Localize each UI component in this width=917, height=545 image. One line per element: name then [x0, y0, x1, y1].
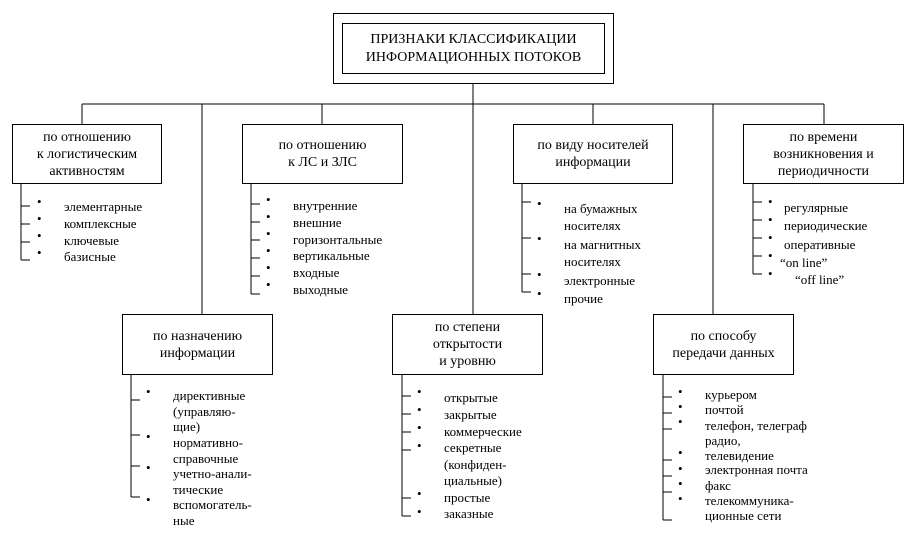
bullet: •	[266, 192, 271, 207]
list-item: телефон, телеграф	[705, 418, 807, 433]
list-item: нормативно- справочные	[173, 435, 243, 466]
list-item: входные	[293, 265, 340, 280]
bullet: •	[146, 384, 151, 399]
bullet: •	[417, 504, 422, 519]
bullet: •	[678, 399, 683, 414]
bullet: •	[146, 429, 151, 444]
list-item: выходные	[293, 282, 349, 297]
category-box-transmission: по способу передачи данных	[653, 314, 794, 375]
category-box-purpose: по назначению информации	[122, 314, 273, 375]
bullet: •	[146, 460, 151, 475]
list-item: периодические	[784, 218, 868, 233]
list-item: факс	[705, 478, 731, 493]
list-item: на магнитных носителях	[564, 237, 642, 269]
bullet: •	[537, 231, 542, 246]
list-item: регулярные	[784, 200, 848, 215]
bullet: •	[417, 438, 422, 453]
category-box-ls-zls: по отношению к ЛС и ЗЛС	[242, 124, 403, 184]
category-box-media: по виду носителей информации	[513, 124, 673, 184]
category-box-logistics: по отношению к логистическим активностям	[12, 124, 162, 184]
list-item: внутренние	[293, 198, 358, 213]
list-item: курьером	[705, 387, 757, 402]
list-item: простые	[444, 490, 491, 505]
bullet: •	[266, 226, 271, 241]
list-item: внешние	[293, 215, 342, 230]
bullet: •	[37, 211, 42, 226]
list-item: на бумажных носителях	[564, 201, 638, 233]
list-item: вспомогатель- ные	[173, 497, 252, 528]
bullet: •	[37, 194, 42, 209]
list-item: прочие	[564, 291, 603, 306]
list-item: открытые	[444, 390, 498, 405]
root-title: ПРИЗНАКИ КЛАССИФИКАЦИИ ИНФОРМАЦИОННЫХ ПО…	[342, 23, 605, 74]
list-item: горизонтальные	[293, 232, 383, 247]
bullet: •	[768, 266, 773, 281]
root-box: ПРИЗНАКИ КЛАССИФИКАЦИИ ИНФОРМАЦИОННЫХ ПО…	[333, 13, 614, 84]
list-item: базисные	[64, 249, 116, 264]
bullet: •	[768, 230, 773, 245]
bullet: •	[417, 384, 422, 399]
bullet: •	[417, 402, 422, 417]
list-item: секретные (конфиден- циальные)	[444, 440, 507, 488]
list-item: электронная почта	[705, 462, 808, 477]
bullet: •	[768, 248, 773, 263]
bullet: •	[37, 228, 42, 243]
bullet: •	[537, 196, 542, 211]
bullet: •	[678, 461, 683, 476]
bullet: •	[678, 414, 683, 429]
list-item: коммерческие	[444, 424, 522, 439]
bullet: •	[417, 420, 422, 435]
list-item: “on line”	[780, 255, 828, 270]
list-item: оперативные	[784, 237, 856, 252]
list-item: элементарные	[64, 199, 143, 214]
bullet: •	[768, 194, 773, 209]
list-item: учетно-анали- тические	[173, 466, 252, 497]
bullet: •	[417, 486, 422, 501]
list-item: почтой	[705, 402, 744, 417]
bullet: •	[537, 286, 542, 301]
bullet: •	[146, 492, 151, 507]
bullet: •	[678, 384, 683, 399]
bullet: •	[37, 245, 42, 260]
bullet: •	[266, 260, 271, 275]
category-box-openness: по степени открытости и уровню	[392, 314, 543, 375]
bullet: •	[266, 243, 271, 258]
list-item: директивные (управляю- щие)	[173, 388, 246, 434]
list-item: заказные	[444, 506, 494, 521]
bullet: •	[266, 277, 271, 292]
list-item: телекоммуника- ционные сети	[705, 493, 794, 523]
bullet: •	[768, 212, 773, 227]
list-item: ключевые	[64, 233, 119, 248]
bullet: •	[678, 491, 683, 506]
list-item: закрытые	[444, 407, 497, 422]
bullet: •	[266, 209, 271, 224]
list-item: “off line”	[795, 272, 845, 287]
bullet: •	[537, 267, 542, 282]
list-item: радио, телевидение	[705, 433, 774, 463]
bullet: •	[678, 445, 683, 460]
list-item: комплексные	[64, 216, 137, 231]
bullet: •	[678, 476, 683, 491]
list-item: электронные	[564, 273, 636, 288]
list-item: вертикальные	[293, 248, 370, 263]
category-box-time: по времени возникновения и периодичности	[743, 124, 904, 184]
